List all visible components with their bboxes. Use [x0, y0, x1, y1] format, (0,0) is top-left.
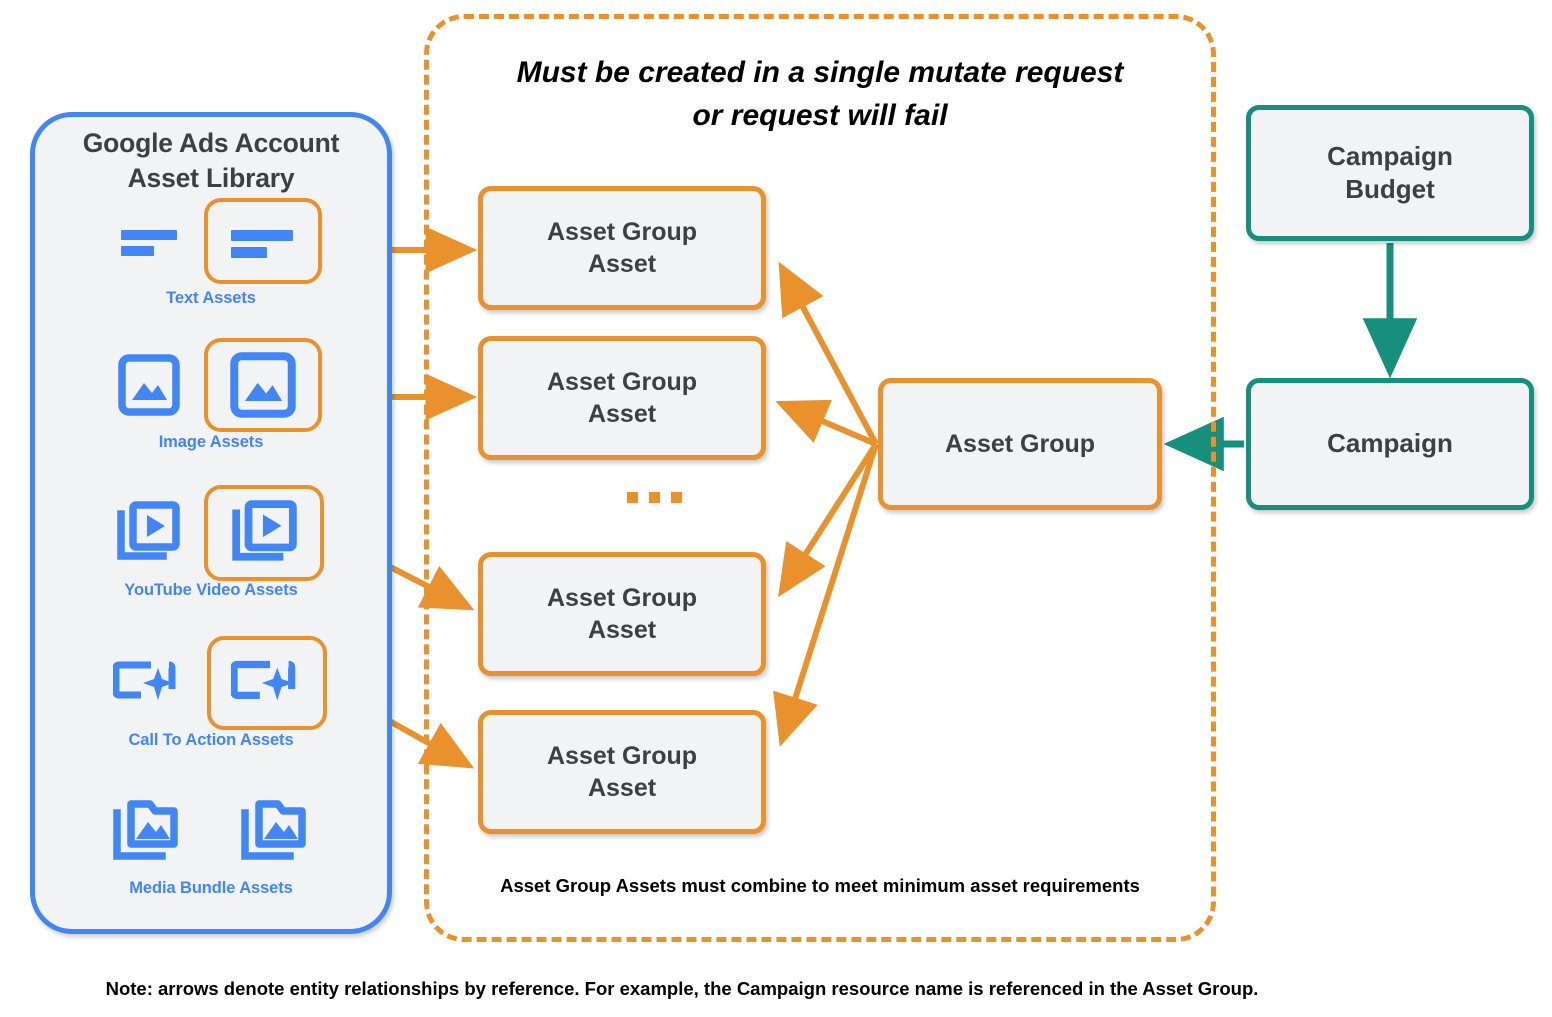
image-icon-plain: [100, 340, 198, 430]
video-asset-highlight-box[interactable]: [204, 485, 324, 581]
campaign-node[interactable]: Campaign: [1246, 378, 1534, 510]
cta-asset-highlight-box[interactable]: [207, 636, 327, 730]
asset-group-asset-node-1[interactable]: Asset Group Asset: [478, 186, 766, 310]
ellipsis-indicator: [627, 492, 682, 503]
mutate-region-title: Must be created in a single mutate reque…: [424, 52, 1216, 137]
asset-group-asset-node-2[interactable]: Asset Group Asset: [478, 336, 766, 460]
asset-caption-cta: Call To Action Assets: [128, 731, 294, 749]
image-icon: [230, 352, 296, 418]
asset-row-image: Image Assets: [35, 338, 387, 452]
text-lines-icon: [231, 230, 293, 258]
campaign-budget-line1: Campaign: [1327, 140, 1453, 171]
video-stack-icon: [232, 500, 297, 561]
asset-group-label: Asset Group: [944, 430, 1096, 458]
aga-4-line1: Asset Group: [546, 742, 698, 770]
asset-caption-image: Image Assets: [158, 433, 264, 451]
asset-library-title: Google Ads Account Asset Library: [35, 126, 387, 196]
text-lines-icon-plain: [100, 205, 198, 277]
asset-row-video: YouTube Video Assets: [35, 485, 387, 600]
asset-row-text: Text Assets: [35, 195, 387, 308]
mutate-region-footnote: Asset Group Assets must combine to meet …: [500, 875, 1140, 896]
asset-caption-video: YouTube Video Assets: [124, 581, 298, 599]
image-asset-highlight-box[interactable]: [204, 338, 322, 432]
aga-2-line1: Asset Group: [546, 368, 698, 396]
asset-library-title-line1: Google Ads Account: [82, 128, 340, 158]
asset-caption-media-bundle: Media Bundle Assets: [129, 879, 293, 897]
campaign-budget-node[interactable]: Campaign Budget: [1246, 105, 1534, 241]
asset-caption-text: Text Assets: [166, 289, 256, 307]
text-asset-highlight-box[interactable]: [204, 198, 322, 284]
video-stack-icon-plain: [98, 487, 198, 579]
ellipsis-dot-3: [671, 492, 682, 503]
aga-4-line2: Asset: [587, 774, 657, 802]
image-icon: [118, 354, 180, 416]
campaign-budget-line2: Budget: [1345, 174, 1435, 204]
media-bundle-folder-icon-plain-1: [94, 784, 200, 878]
asset-group-node[interactable]: Asset Group: [878, 378, 1162, 510]
aga-1-line1: Asset Group: [546, 218, 698, 246]
asset-row-media-bundle: Media Bundle Assets: [35, 785, 387, 898]
mutate-request-region: [424, 14, 1216, 942]
asset-library-title-line2: Asset Library: [127, 163, 295, 194]
mutate-title-line1: Must be created in a single mutate reque…: [516, 56, 1124, 89]
call-to-action-icon: [231, 660, 296, 701]
video-stack-icon: [117, 501, 180, 560]
footer-note: Note: arrows denote entity relationships…: [105, 978, 1259, 999]
call-to-action-icon-plain: [95, 644, 201, 722]
campaign-label: Campaign: [1327, 428, 1453, 459]
ellipsis-dot-2: [649, 492, 660, 503]
asset-row-cta: Call To Action Assets: [35, 636, 387, 750]
aga-1-line2: Asset: [587, 250, 657, 278]
media-bundle-folder-icon: [241, 800, 306, 860]
media-bundle-folder-icon-plain-2: [222, 784, 328, 878]
asset-group-asset-node-3[interactable]: Asset Group Asset: [478, 552, 766, 676]
aga-2-line2: Asset: [587, 400, 657, 428]
aga-3-line2: Asset: [587, 616, 657, 644]
text-lines-icon: [121, 230, 177, 256]
ellipsis-dot-1: [627, 492, 638, 503]
media-bundle-folder-icon: [113, 800, 178, 860]
mutate-title-line2: or request will fail: [692, 98, 948, 132]
aga-3-line1: Asset Group: [546, 584, 698, 612]
asset-group-asset-node-4[interactable]: Asset Group Asset: [478, 710, 766, 834]
call-to-action-icon: [113, 661, 176, 700]
asset-library-panel: Google Ads Account Asset Library: [30, 112, 392, 934]
